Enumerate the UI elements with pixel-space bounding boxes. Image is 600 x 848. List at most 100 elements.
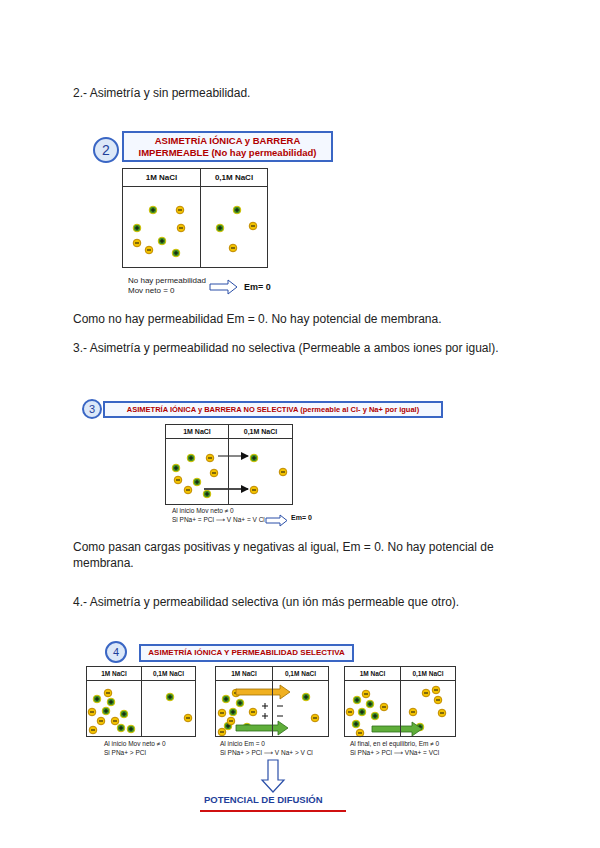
- charge-sign: [106, 709, 107, 713]
- charge-sign: [358, 733, 362, 734]
- charge-sign: [208, 458, 212, 459]
- charge-sign: [252, 490, 256, 491]
- anion: [184, 714, 192, 722]
- compartment-label: 0,1M NaCl: [142, 667, 195, 681]
- callout-text: 2: [102, 142, 110, 158]
- compartment-label: 0,1M NaCl: [401, 667, 455, 681]
- compartment-label: 0,1M NaCl: [201, 169, 267, 187]
- compartment-box: 1M NaCl: [215, 666, 273, 737]
- charge-sign: [357, 698, 358, 702]
- section-heading: 4.- Asimetría y permeabilidad selectiva …: [73, 594, 459, 610]
- charge-sign: [135, 243, 139, 244]
- callout-number: 2: [93, 137, 119, 163]
- anion: [356, 729, 364, 737]
- callout-number: 3: [82, 399, 102, 419]
- charge-sign: [362, 710, 363, 714]
- callout-text: 3: [89, 403, 95, 415]
- diagram-note: No hay permeabilidad: [128, 276, 206, 286]
- cation: [236, 699, 244, 707]
- charge-sign: [228, 724, 229, 728]
- charge-sign: [254, 456, 255, 460]
- anion: [88, 708, 96, 716]
- anion: [89, 726, 97, 734]
- cation: [120, 710, 128, 718]
- charge-sign: [370, 702, 371, 706]
- charge-sign: [176, 466, 177, 470]
- charge-sign: [281, 472, 285, 473]
- anion: [229, 244, 237, 252]
- charge-sign: [191, 456, 192, 460]
- charge-sign: [176, 480, 180, 481]
- charge-sign: [436, 700, 440, 701]
- result-text: Em= 0: [291, 514, 312, 522]
- compartment-box: 1M NaCl: [344, 666, 401, 737]
- anion: [434, 696, 442, 704]
- anion: [177, 224, 185, 232]
- cation: [187, 454, 195, 462]
- charge-sign: [434, 690, 438, 691]
- compartment-label: 1M NaCl: [87, 667, 141, 681]
- charge-sign: [131, 727, 132, 731]
- cation: [352, 720, 360, 728]
- flux-arrow-na: [236, 721, 288, 735]
- anion: [279, 468, 287, 476]
- charge-sign: [375, 714, 376, 718]
- charge-sign: [111, 700, 112, 704]
- anion: [104, 689, 112, 697]
- charge-sign: [231, 248, 235, 249]
- cation: [107, 698, 115, 706]
- cation: [371, 712, 379, 720]
- anion: [249, 708, 257, 716]
- cation: [127, 725, 135, 733]
- compartment-box: 1M NaCl: [165, 424, 229, 505]
- body-text: Como no hay permeabilidad Em = 0. No hay…: [73, 311, 442, 327]
- compartment-box: 0,1M NaCl: [400, 666, 456, 737]
- charge-sign: [147, 250, 151, 251]
- anion: [218, 709, 226, 717]
- anion: [111, 717, 119, 725]
- anion: [145, 246, 153, 254]
- anion: [432, 686, 440, 694]
- charge-sign: [178, 210, 182, 211]
- compartment-label: 1M NaCl: [345, 667, 400, 681]
- charge-sign: [240, 701, 241, 705]
- anion: [174, 476, 182, 484]
- compartment-box: 0,1M NaCl: [141, 666, 196, 737]
- compartment-box: 1M NaCl: [122, 168, 201, 268]
- charge-sign: [226, 697, 227, 701]
- diagram-note: Al inicio Mov neto ≠ 0: [104, 740, 166, 748]
- charge-sign: [91, 730, 95, 731]
- diagram-note: Si PNa+ > PCl ⟶ VNa+ = VCl: [350, 749, 439, 757]
- cation: [117, 724, 125, 732]
- anion: [380, 703, 388, 711]
- anion: [249, 222, 257, 230]
- cation: [133, 224, 141, 232]
- charge-sign: [106, 693, 110, 694]
- charge-sign: [176, 251, 177, 255]
- flux-arrow-cl: [236, 685, 290, 699]
- anion: [97, 717, 105, 725]
- charge-sign: [229, 721, 233, 722]
- cation: [149, 206, 157, 214]
- charge-sign: [207, 492, 208, 496]
- charge-sign: [179, 228, 183, 229]
- diagram-note: Mov neto = 0: [128, 286, 174, 296]
- cation: [366, 700, 374, 708]
- cation: [216, 224, 224, 232]
- ion-group: [88, 206, 446, 737]
- anion: [227, 717, 235, 725]
- anion: [184, 486, 192, 494]
- charge-sign: [411, 712, 415, 713]
- result-arrow: [262, 760, 284, 792]
- section-heading: 3.- Asimetría y permeabilidad no selecti…: [73, 340, 533, 356]
- anion: [210, 469, 218, 477]
- cation: [353, 696, 361, 704]
- charge-sign: [212, 473, 216, 474]
- cation: [102, 707, 110, 715]
- charge-sign: [153, 208, 154, 212]
- anion: [362, 690, 370, 698]
- charge-sign: [220, 713, 224, 714]
- anion: [176, 206, 184, 214]
- compartment-label: 1M NaCl: [216, 667, 272, 681]
- title-box: ASIMETRÍA IÓNICA y BARRERA NO SELECTIVA …: [103, 401, 443, 418]
